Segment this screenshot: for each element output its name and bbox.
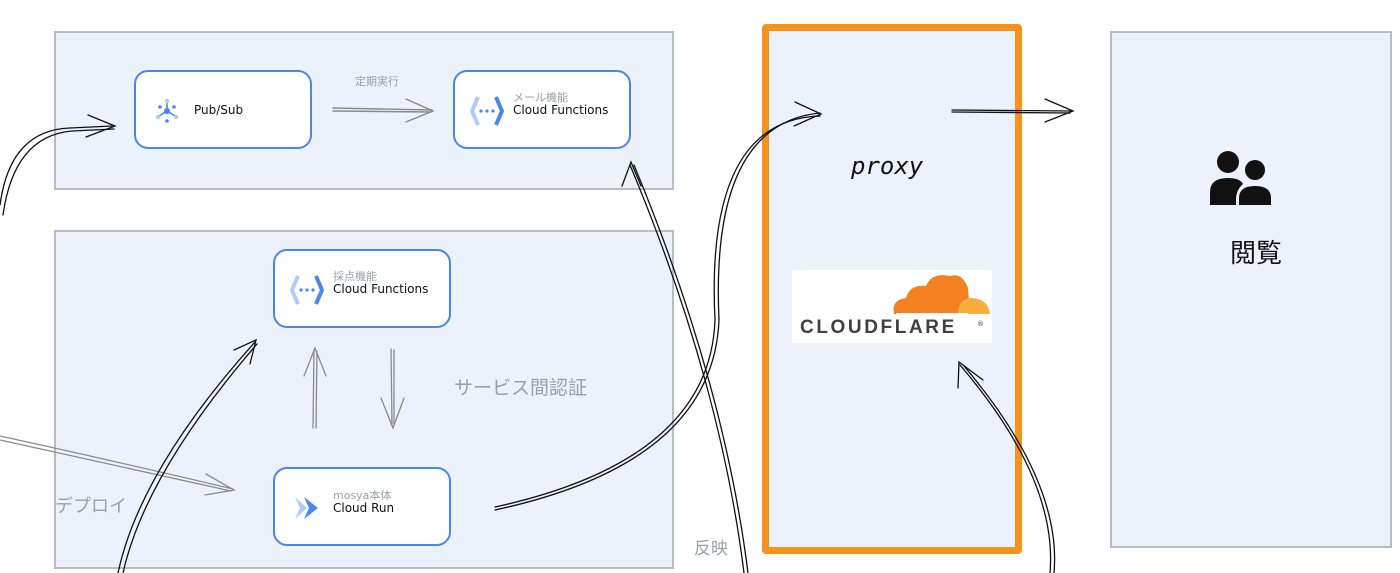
cloudflare-logo: CLOUDFLARE ® bbox=[792, 270, 992, 343]
pubsub-icon bbox=[155, 98, 179, 123]
cloud-run-node[interactable]: mosya本体 Cloud Run bbox=[273, 467, 451, 546]
reflect-label: 反映 bbox=[694, 539, 728, 559]
cloudflare-inbound-arrow bbox=[957, 360, 1056, 573]
trigger-arrow bbox=[0, 114, 117, 216]
pubsub-label: Pub/Sub bbox=[194, 103, 244, 117]
service-auth-label: サービス間認証 bbox=[454, 377, 588, 399]
view-label: 閲覧 bbox=[1230, 239, 1283, 269]
service-auth-up-arrow bbox=[303, 346, 327, 429]
cloud-functions-icon bbox=[290, 275, 324, 305]
cloud-run-icon bbox=[295, 497, 318, 519]
scoring-functions-sublabel: 採点機能 bbox=[333, 270, 377, 283]
mail-functions-sublabel: メール機能 bbox=[513, 91, 568, 104]
mail-functions-node[interactable]: メール機能 Cloud Functions bbox=[453, 70, 631, 149]
deploy-arrow bbox=[0, 435, 236, 496]
cloud-run-label: Cloud Run bbox=[333, 501, 395, 515]
schedule-arrow bbox=[332, 98, 435, 123]
schedule-label: 定期実行 bbox=[355, 75, 399, 88]
proxy-label: proxy bbox=[851, 152, 924, 180]
pubsub-node[interactable]: Pub/Sub bbox=[134, 70, 312, 149]
cloudflare-wordmark: CLOUDFLARE bbox=[800, 317, 957, 338]
run-to-proxy-arrow bbox=[494, 101, 823, 511]
scoring-functions-label: Cloud Functions bbox=[333, 282, 429, 296]
service-auth-down-arrow bbox=[380, 348, 405, 430]
mail-functions-label: Cloud Functions bbox=[513, 103, 609, 117]
cloudflare-registered-mark: ® bbox=[977, 320, 984, 328]
cloud-functions-icon bbox=[470, 96, 504, 126]
cloud-run-sublabel: mosya本体 bbox=[333, 489, 392, 502]
scoring-functions-node[interactable]: 採点機能 Cloud Functions bbox=[273, 249, 451, 328]
users-icon bbox=[1210, 151, 1271, 205]
reflect-arrow bbox=[621, 160, 749, 573]
deploy-label: デプロイ bbox=[55, 496, 127, 517]
proxy-to-viewer-arrow bbox=[951, 98, 1075, 123]
score-trigger-arrow bbox=[117, 338, 258, 573]
viewer-panel bbox=[1110, 31, 1392, 548]
